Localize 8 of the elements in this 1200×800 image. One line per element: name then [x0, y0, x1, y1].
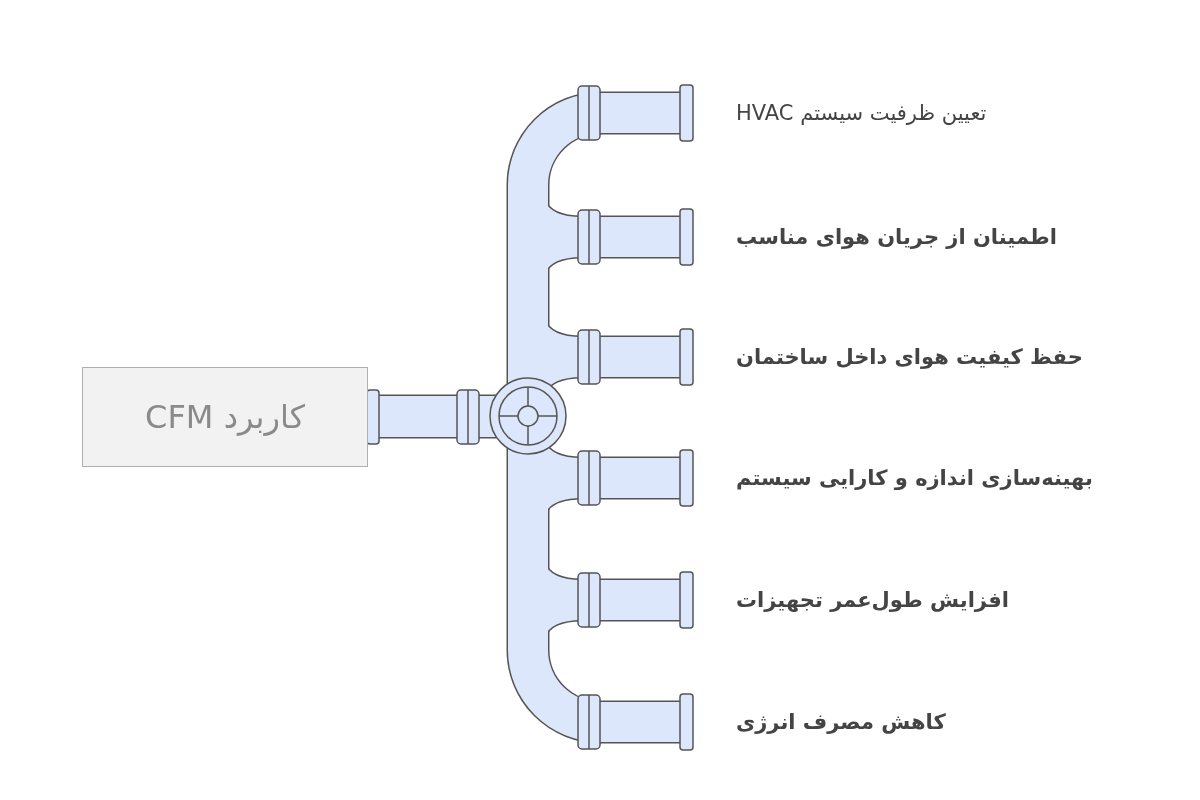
benefit-label: کاهش مصرف انرژی	[736, 709, 946, 736]
benefit-label: بهینه‌سازی اندازه و کارایی سیستم	[736, 465, 1093, 492]
box-title: کاربرد CFM	[145, 398, 305, 436]
benefit-label: اطمینان از جریان هوای مناسب	[736, 224, 1057, 251]
benefit-label: تعیین ظرفیت سیستم HVAC	[736, 100, 987, 127]
benefit-label: حفظ کیفیت هوای داخل ساختمان	[736, 344, 1083, 371]
process-box	[82, 367, 368, 467]
benefit-label: افزایش طول‌عمر تجهیزات	[736, 587, 1009, 614]
